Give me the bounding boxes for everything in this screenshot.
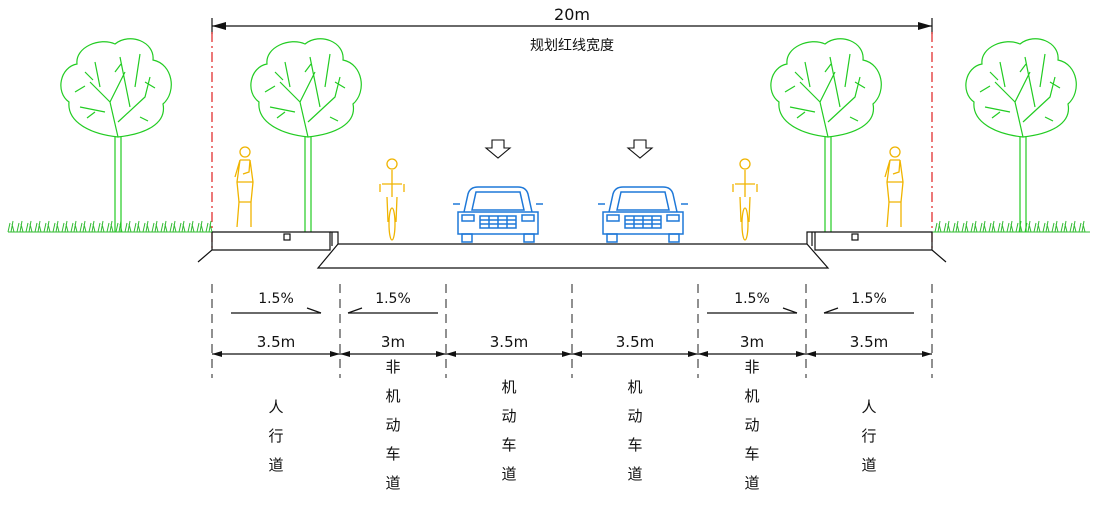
slope-label: 1.5% <box>258 291 294 307</box>
lane-name-char: 人 <box>861 398 876 416</box>
tree-icon <box>60 38 172 233</box>
lane-width-label: 3.5m <box>490 333 528 351</box>
direction-arrow-icon <box>485 139 511 159</box>
lane-width-label: 3m <box>381 333 405 351</box>
lane-name-char: 机 <box>744 387 759 405</box>
lane-name-char: 道 <box>861 456 876 474</box>
lane-name-char: 道 <box>385 474 400 492</box>
tree-icon <box>965 38 1077 233</box>
slope-arrow-icon <box>823 307 839 314</box>
lane-name-char: 行 <box>861 427 876 445</box>
tree-icon <box>770 38 882 233</box>
lane-width-label: 3.5m <box>850 333 888 351</box>
lane-name-char: 人 <box>268 398 283 416</box>
total-width-label: 20m <box>554 5 590 24</box>
slope-label: 1.5% <box>375 291 411 307</box>
dimension-arrowhead <box>340 351 350 357</box>
dimension-arrowhead <box>572 351 582 357</box>
total-width-dimension: 20m 规划红线宽度 <box>211 5 933 54</box>
dimension-arrowhead <box>698 351 708 357</box>
cyclist-icon <box>732 158 758 241</box>
dimension-arrowhead <box>562 351 572 357</box>
dimension-arrowhead <box>330 351 340 357</box>
lane-name-char: 车 <box>501 436 516 454</box>
lane-name-char: 车 <box>627 436 642 454</box>
lane-width-label: 3.5m <box>616 333 654 351</box>
grass-left <box>7 220 213 233</box>
lane-name-char: 非 <box>744 358 759 376</box>
lane-name-char: 道 <box>268 456 283 474</box>
dimension-arrowhead <box>446 351 456 357</box>
slope-label: 1.5% <box>851 291 887 307</box>
lane-name-char: 机 <box>501 378 516 396</box>
lane-name-char: 动 <box>501 407 516 425</box>
lane-name-char: 车 <box>744 445 759 463</box>
cyclist-icon <box>379 158 405 241</box>
lane-annotations: 3.5m1.5%人行道3m1.5%非机动车道3.5m机动车道3.5m机动车道3m… <box>212 291 932 492</box>
pedestrian-icon <box>884 146 904 228</box>
dimension-arrowhead <box>806 351 816 357</box>
lane-width-label: 3.5m <box>257 333 295 351</box>
slope-arrow-icon <box>306 307 322 314</box>
lane-name-char: 非 <box>385 358 400 376</box>
lane-name-char: 道 <box>501 465 516 483</box>
dimension-arrowhead <box>436 351 446 357</box>
dimension-arrowhead <box>688 351 698 357</box>
slope-arrow-icon <box>347 307 363 314</box>
lane-name-char: 动 <box>627 407 642 425</box>
lane-name-char: 道 <box>744 474 759 492</box>
red-line-width-label: 规划红线宽度 <box>530 37 614 54</box>
lane-width-label: 3m <box>740 333 764 351</box>
lane-name-char: 道 <box>627 465 642 483</box>
direction-arrow-icon <box>627 139 653 159</box>
slope-label: 1.5% <box>734 291 770 307</box>
pedestrian-icon <box>234 146 254 228</box>
lane-name-char: 车 <box>385 445 400 463</box>
grass-right <box>932 220 1090 233</box>
car-icon <box>452 186 544 243</box>
car-icon <box>597 186 689 243</box>
lane-name-char: 行 <box>268 427 283 445</box>
tree-icon <box>250 38 362 233</box>
lane-name-char: 机 <box>385 387 400 405</box>
lane-dividers <box>211 284 933 378</box>
slope-arrow-icon <box>782 307 798 314</box>
lane-name-char: 动 <box>744 416 759 434</box>
road-profile <box>197 231 947 269</box>
lane-name-char: 动 <box>385 416 400 434</box>
dimension-arrowhead <box>212 351 222 357</box>
dimension-arrowhead <box>922 351 932 357</box>
lane-name-char: 机 <box>627 378 642 396</box>
dimension-arrowhead <box>796 351 806 357</box>
